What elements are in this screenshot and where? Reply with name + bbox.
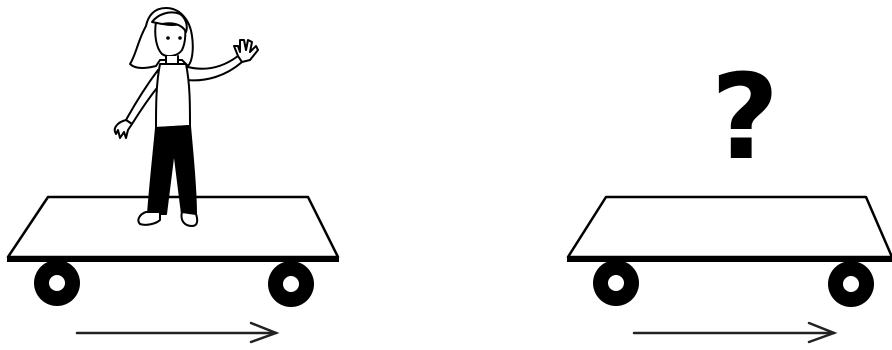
right-cart bbox=[567, 197, 892, 307]
question-mark: ? bbox=[700, 52, 790, 182]
left-cart-deck bbox=[8, 197, 338, 257]
left-cart bbox=[7, 197, 339, 307]
right-cart-deck bbox=[568, 197, 892, 257]
girl-eye-left bbox=[166, 36, 170, 40]
right-cart-wheel-front bbox=[593, 260, 639, 306]
left-panel bbox=[7, 8, 339, 342]
right-cart-wheel-back bbox=[828, 261, 874, 307]
right-panel bbox=[567, 197, 892, 342]
girl-arm-left bbox=[126, 70, 160, 124]
girl-shirt bbox=[156, 64, 190, 128]
girl-arm-right bbox=[184, 56, 242, 80]
left-cart-wheel-back bbox=[268, 261, 314, 307]
girl-shoe-left bbox=[138, 212, 160, 225]
right-motion-arrow bbox=[634, 323, 834, 342]
girl-pants bbox=[148, 126, 196, 214]
girl-hand-left bbox=[115, 120, 132, 138]
left-motion-arrow bbox=[77, 323, 276, 342]
girl-figure bbox=[115, 8, 258, 226]
girl-shoe-right bbox=[181, 212, 197, 226]
left-cart-wheel-front bbox=[34, 260, 80, 306]
girl-eye-right bbox=[178, 36, 182, 40]
